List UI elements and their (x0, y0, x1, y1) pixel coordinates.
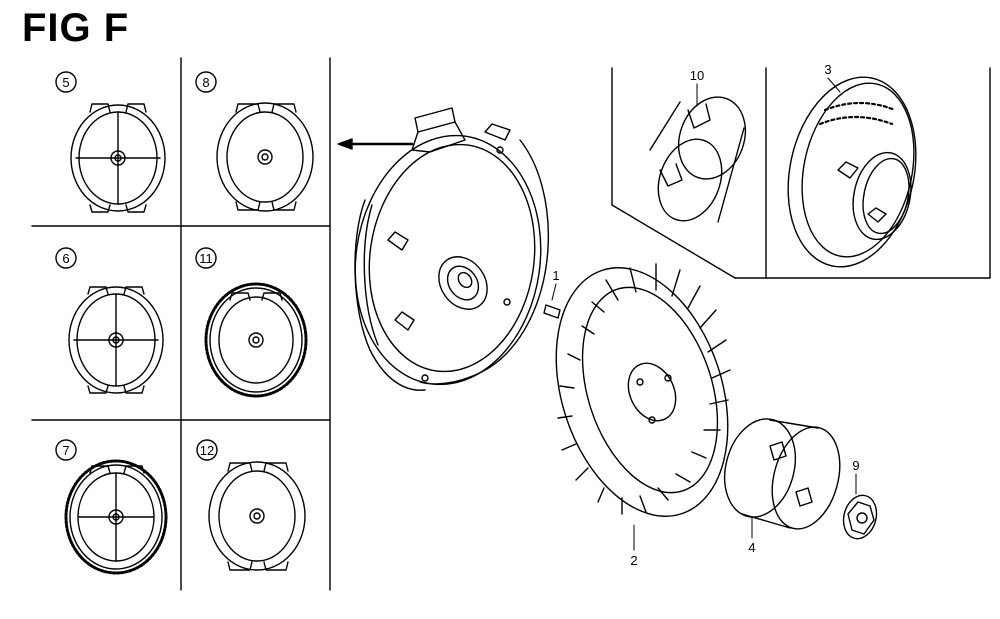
callout-9: 9 (852, 458, 859, 473)
variant-grid (31, 57, 331, 591)
callout-8-circle (195, 71, 217, 93)
callout-5-circle (55, 71, 77, 93)
flywheel[interactable] (339, 107, 556, 397)
flywheel-variant-8[interactable]: 8 (195, 71, 314, 212)
callout-12: 12 (200, 443, 214, 458)
callout-6: 6 (62, 251, 69, 266)
callout-2: 2 (630, 553, 637, 568)
flywheel-variant-12[interactable]: 12 (196, 439, 306, 571)
callout-7: 7 (62, 443, 69, 458)
callout-3: 3 (824, 62, 831, 77)
flywheel-variant-6[interactable]: 6 (55, 247, 164, 394)
callout-8: 8 (202, 75, 209, 90)
starter-cup[interactable]: 4 (714, 411, 850, 555)
starter-pulley-10[interactable]: 10 (647, 68, 756, 230)
callout-6-circle (55, 247, 77, 269)
callout-10: 10 (690, 68, 704, 83)
flywheel-key[interactable]: 1 (543, 268, 561, 319)
flywheel-variant-5[interactable]: 5 (55, 71, 166, 213)
callout-7-circle (55, 439, 77, 461)
recoil-starter-pulley-3[interactable]: 3 (771, 62, 932, 279)
callout-4: 4 (748, 540, 755, 555)
callout-1: 1 (552, 268, 559, 283)
flywheel-variant-11[interactable]: 11 (195, 247, 308, 398)
callout-11-circle (195, 247, 217, 269)
cooling-fan-impeller[interactable]: 2 (526, 246, 757, 568)
right-panel-frame (611, 67, 991, 279)
callout-5: 5 (62, 75, 69, 90)
callout-12-circle (196, 439, 218, 461)
arrow-pointer (337, 138, 414, 150)
flywheel-variant-7[interactable]: 7 (55, 439, 168, 575)
flange-nut[interactable]: 9 (839, 458, 881, 542)
figure-title: FIG F (22, 6, 130, 50)
callout-11: 11 (199, 251, 213, 266)
